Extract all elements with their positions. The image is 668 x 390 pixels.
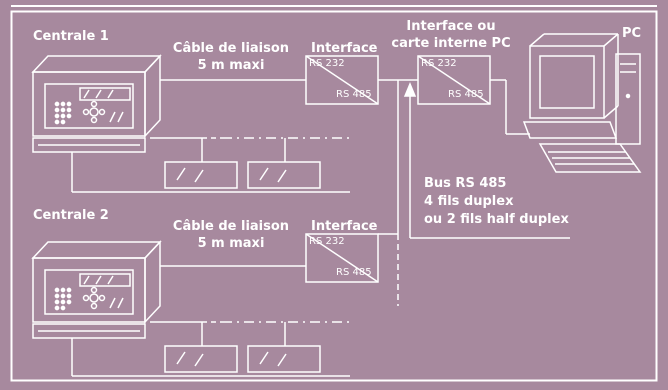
cable-2-label-line1: Câble de liaison (172, 219, 290, 234)
centrale-2-label: Centrale 2 (33, 208, 109, 223)
interface-pc-label-line2: carte interne PC (391, 36, 511, 51)
interface-2-port-bottom: RS 485 (336, 267, 372, 278)
cable-2-label-line2: 5 m maxi (197, 236, 265, 251)
bus-label-line3: ou 2 fils half duplex (424, 212, 569, 227)
rs485-bus (378, 79, 530, 306)
interface-pc-port-top: RS 232 (421, 58, 457, 69)
pc-computer (522, 33, 642, 173)
outer-frame (10, 10, 658, 382)
interface-1-port-bottom: RS 485 (336, 89, 372, 100)
bus-label-line1: Bus RS 485 (424, 176, 507, 191)
centrale-2-panel (31, 240, 162, 339)
centrale-1-label: Centrale 1 (33, 29, 109, 44)
interface-1-port-top: RS 232 (309, 58, 345, 69)
interface-2-port-top: RS 232 (309, 236, 345, 247)
detector-loop-2 (71, 321, 350, 377)
bus-arrow (403, 82, 570, 239)
detector-loop-1 (71, 137, 350, 193)
interface-box-2 (305, 233, 379, 283)
interface-2-label: Interface (311, 219, 378, 234)
interface-pc-label-line1: Interface ou (406, 19, 496, 34)
cable-1-label-line1: Câble de liaison (172, 41, 290, 56)
cable-1-label-line2: 5 m maxi (197, 58, 265, 73)
interface-1-label: Interface (311, 41, 378, 56)
pc-label: PC (622, 26, 642, 41)
centrale-1-panel (31, 54, 162, 153)
interface-pc-port-bottom: RS 485 (448, 89, 484, 100)
bus-label-line2: 4 fils duplex (424, 194, 514, 209)
